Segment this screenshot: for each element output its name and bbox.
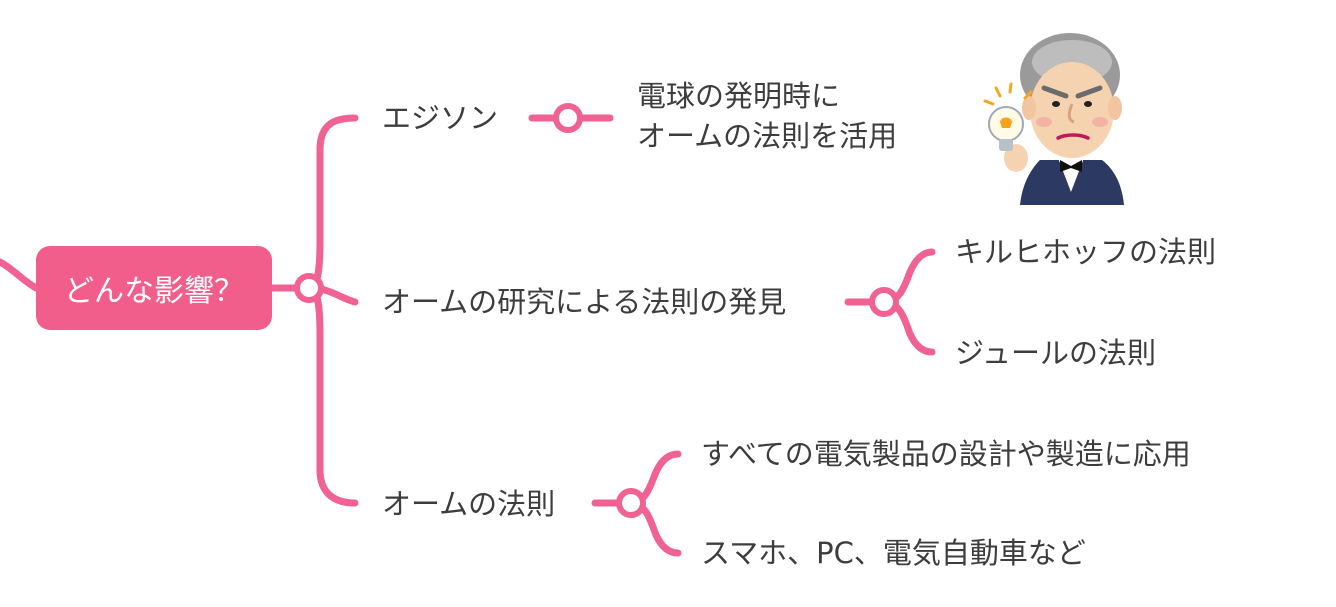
- kirchhoff-law-label: キルヒホッフの法則: [955, 235, 1217, 269]
- face-shape: [1030, 62, 1114, 158]
- root-topic[interactable]: どんな影響？: [36, 246, 272, 330]
- edison-illustration: [983, 33, 1124, 205]
- eye-right: [1084, 101, 1092, 107]
- bow-tie: [1060, 160, 1082, 172]
- joule-law-node[interactable]: ジュールの法則: [955, 333, 1156, 373]
- eyebrow-left: [1041, 85, 1069, 99]
- connector-trunk-edison: [305, 114, 359, 292]
- ear-left: [1022, 96, 1036, 120]
- branch-ohms-law[interactable]: オームの法則: [382, 484, 555, 524]
- ohmslaw-junction-node[interactable]: [616, 488, 646, 518]
- joule-law-label: ジュールの法則: [955, 336, 1156, 370]
- branch-ohms-law-label: オームの法則: [382, 487, 556, 521]
- cheek-left: [1036, 117, 1052, 127]
- application-design-label: すべての電気製品の設計や製造に応用: [701, 437, 1191, 471]
- mouth: [1056, 133, 1090, 140]
- root-junction-node[interactable]: [294, 273, 324, 303]
- branch-ohm-research-label: オームの研究による法則の発見: [382, 285, 787, 319]
- edison-note-line-1: 電球の発明時に: [637, 79, 841, 113]
- cheek-right: [1092, 117, 1108, 127]
- connector-trunk-ohmslaw: [305, 284, 359, 507]
- edison-junction-node[interactable]: [553, 103, 583, 133]
- research-junction-node[interactable]: [869, 287, 899, 317]
- application-devices-label: スマホ、PC、電気自動車など: [701, 536, 1086, 570]
- application-devices-node[interactable]: スマホ、PC、電気自動車など: [701, 533, 1086, 573]
- connector-offscreen-to-root: [0, 258, 40, 292]
- lightbulb-icon: [983, 82, 1033, 151]
- application-design-node[interactable]: すべての電気製品の設計や製造に応用: [701, 434, 1191, 474]
- edison-note-line-2: オームの法則を活用: [637, 119, 898, 153]
- kirchhoff-law-node[interactable]: キルヒホッフの法則: [955, 232, 1216, 272]
- edison-note[interactable]: 電球の発明時に オームの法則を活用: [637, 76, 897, 156]
- branch-edison-label: エジソン: [382, 101, 499, 135]
- branch-edison[interactable]: エジソン: [382, 98, 498, 138]
- ear-right: [1108, 96, 1122, 120]
- root-topic-label: どんな影響？: [64, 274, 244, 309]
- eyebrow-right: [1075, 85, 1103, 99]
- eye-left: [1052, 101, 1060, 107]
- branch-ohm-research[interactable]: オームの研究による法則の発見: [382, 282, 786, 322]
- nose: [1067, 103, 1075, 124]
